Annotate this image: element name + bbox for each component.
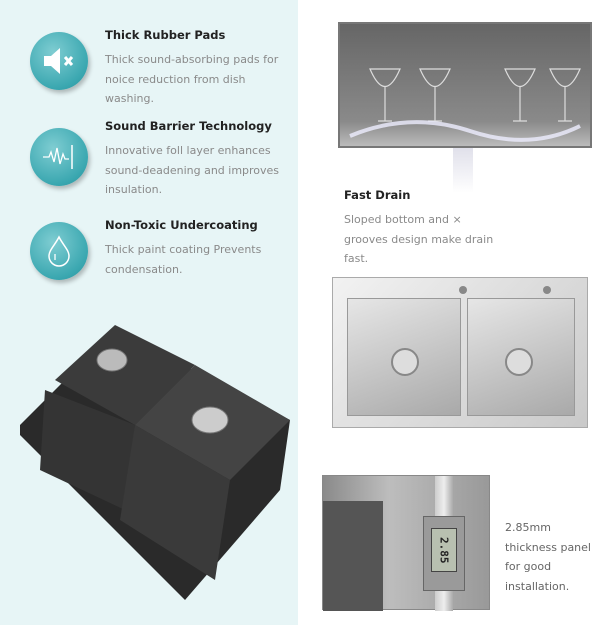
feature-title: Thick Rubber Pads	[105, 28, 226, 42]
sink-underside-image	[20, 325, 290, 600]
fast-drain-title: Fast Drain	[344, 188, 411, 202]
feature-title: Non-Toxic Undercoating	[105, 218, 258, 232]
feature-body: Thick paint coating Prevents condensatio…	[105, 243, 262, 276]
thickness-body: 2.85mm thickness panel for good installa…	[505, 521, 591, 593]
fast-drain-body: Sloped bottom and × grooves design make …	[344, 213, 494, 265]
water-drop-icon	[30, 222, 88, 280]
sound-wave-icon	[30, 128, 88, 186]
speaker-mute-icon	[30, 32, 88, 90]
caliper-image: 2.85	[322, 475, 490, 611]
feature-title: Sound Barrier Technology	[105, 119, 272, 133]
drain-glasses-image	[338, 22, 592, 148]
water-stream	[453, 148, 473, 193]
feature-body: Innovative foll layer enhances sound-dea…	[105, 144, 280, 196]
stainless-sink-image	[332, 277, 588, 428]
caliper-display: 2.85	[431, 528, 457, 572]
feature-body: Thick sound-absorbing pads for noice red…	[105, 53, 279, 105]
